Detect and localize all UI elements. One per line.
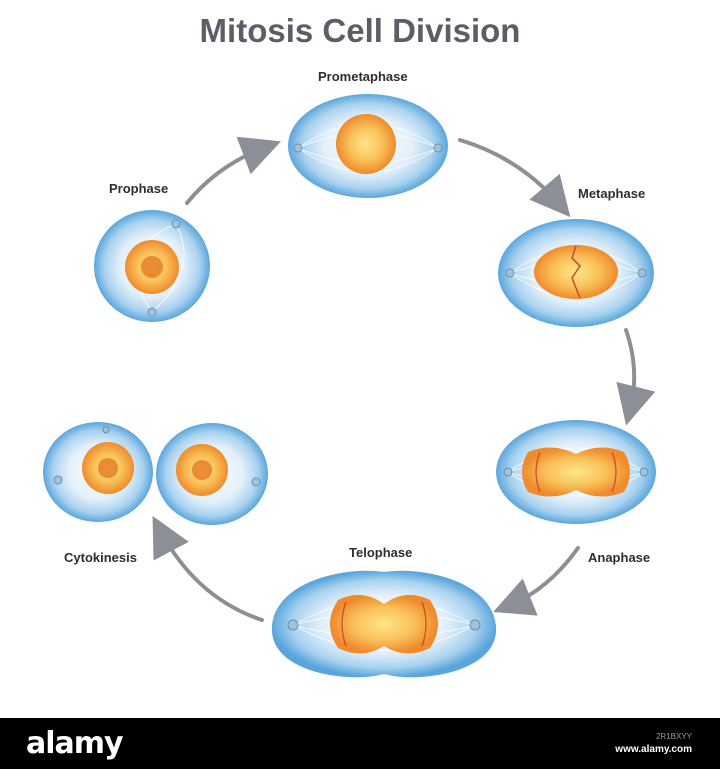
arrow-telophase-to-cytokinesis [152,515,264,622]
anaphase-chromosomes [522,447,630,497]
alamy-logo: alamy [26,726,124,761]
label-anaphase: Anaphase [588,550,651,565]
anaphase-cell [496,420,656,524]
arrow-anaphase-to-telophase [493,546,580,616]
label-cytokinesis: Cytokinesis [64,550,137,565]
arrow-prometaphase-to-metaphase [458,138,571,218]
telophase-cell [271,570,497,678]
label-metaphase: Metaphase [578,186,646,201]
prophase-cell [94,210,210,322]
arrow-prophase-to-prometaphase [185,136,281,205]
arrow-metaphase-to-anaphase [616,328,656,426]
label-prophase: Prophase [109,181,169,196]
telophase-chromosomes [330,594,438,654]
label-telophase: Telophase [349,545,413,560]
cycle-arrows [152,136,656,622]
site-url: www.alamy.com [615,744,692,755]
image-id: 2R1BXYY [655,732,692,741]
prometaphase-nucleus [336,114,396,174]
watermark-footer: alamy 2R1BXYY www.alamy.com [0,718,720,769]
metaphase-cell [498,219,654,327]
prometaphase-cell [288,94,448,198]
label-prometaphase: Prometaphase [318,69,408,84]
mitosis-cycle-diagram [43,94,656,678]
diagram-title: Mitosis Cell Division [199,12,521,49]
cytokinesis-cells [43,422,268,525]
